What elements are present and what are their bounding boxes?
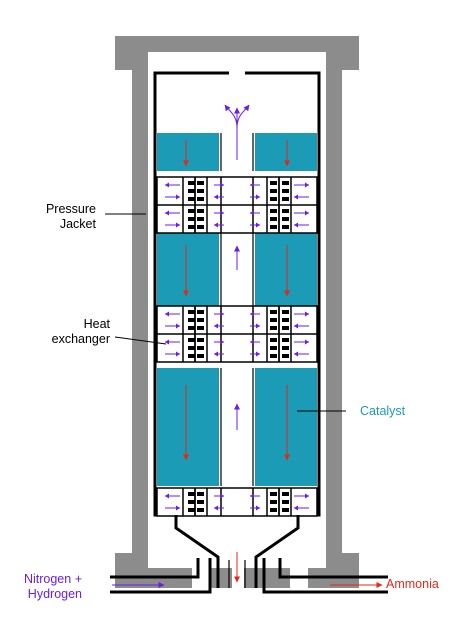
nitrogen-label-line1: Nitrogen + bbox=[23, 572, 82, 586]
catalyst-bed-top-left bbox=[157, 133, 219, 171]
central-tube bbox=[220, 133, 254, 486]
inlet-pipe-top bbox=[110, 558, 200, 579]
hydrogen-label-line2: Hydrogen bbox=[27, 587, 82, 601]
pressure-jacket-label-line1: Pressure bbox=[45, 202, 96, 216]
pressure-jacket-label-line2: Jacket bbox=[59, 217, 96, 231]
funnel-left bbox=[174, 515, 220, 588]
piping bbox=[110, 515, 388, 594]
label-leaders bbox=[105, 213, 346, 412]
inlet-pipe-bottom bbox=[110, 558, 212, 594]
heat-exchanger-label: Heat exchanger bbox=[18, 317, 110, 347]
nitrogen-hydrogen-label: Nitrogen + Hydrogen bbox=[10, 572, 82, 602]
feed-gas-flow-arrows bbox=[112, 104, 250, 588]
up-arrow-icon bbox=[236, 104, 250, 129]
catalyst-bed-bottom-left bbox=[157, 368, 219, 486]
catalyst-label: Catalyst bbox=[360, 404, 406, 418]
product-flow-arrows bbox=[183, 140, 383, 588]
outlet-pipe-bottom bbox=[262, 558, 388, 594]
pressure-jacket-shell bbox=[115, 36, 359, 588]
outlet-pipe-top bbox=[278, 558, 388, 579]
heat-exchanger-label-line1: Heat bbox=[83, 317, 110, 331]
catalyst-bed-mid-left bbox=[157, 233, 219, 306]
heat-exchangers bbox=[156, 176, 318, 517]
ammonia-label: Ammonia bbox=[386, 577, 439, 591]
pressure-jacket-label: Pressure Jacket bbox=[20, 202, 96, 232]
heat-exchanger-label-line2: exchanger bbox=[51, 332, 110, 346]
catalyst-bed-mid-right bbox=[255, 233, 317, 306]
catalyst-bed-top-right bbox=[255, 133, 317, 171]
catalyst-bed-bottom-right bbox=[255, 368, 317, 486]
funnel-right bbox=[254, 515, 300, 588]
heat-exchanger-frame bbox=[156, 487, 318, 517]
